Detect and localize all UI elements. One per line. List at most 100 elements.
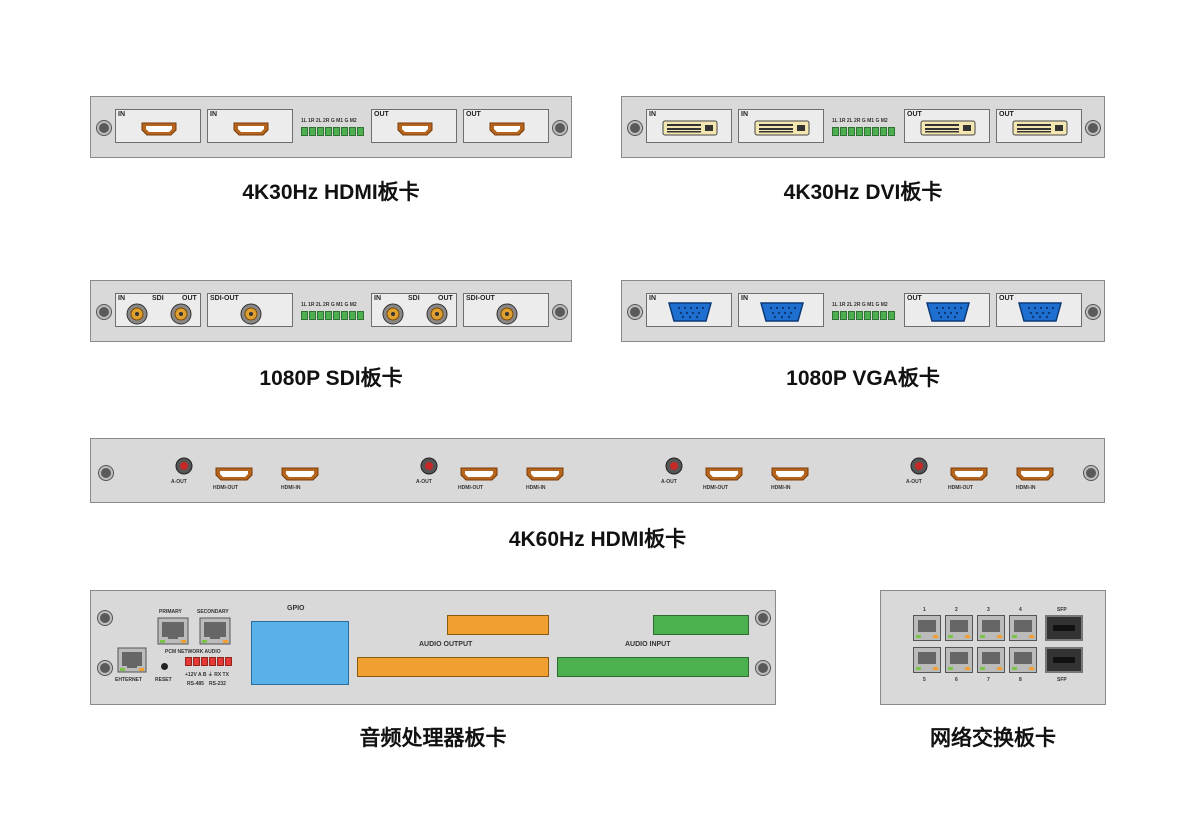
screw-icon	[628, 121, 642, 135]
module-label: SDI-OUT	[210, 295, 239, 302]
port-label: HDMI-OUT	[213, 485, 238, 491]
hdmi-4k30-caption: 4K30Hz HDMI板卡	[242, 181, 420, 204]
dvi-in-module: IN	[738, 109, 824, 143]
dvi-port-icon	[754, 120, 810, 136]
sdi-out-module: SDI-OUT	[207, 293, 293, 327]
network-switch-caption: 网络交换板卡	[930, 727, 1056, 750]
hdmi-port-icon	[397, 122, 433, 136]
audio-input-label: AUDIO INPUT	[625, 641, 671, 648]
vga-out-module: OUT	[996, 293, 1082, 327]
ethernet-port-icon	[157, 617, 189, 645]
screw-icon	[99, 466, 113, 480]
module-label: OUT	[438, 295, 453, 302]
hdmi-port-group: A-OUT HDMI-OUT HDMI-IN	[661, 457, 841, 497]
sfp-port-icon	[1045, 647, 1083, 673]
hdmi-port-icon	[460, 467, 498, 481]
hdmi-out-module: OUT	[463, 109, 549, 143]
green-terminal-block	[832, 127, 896, 136]
module-label: OUT	[182, 295, 197, 302]
dvi-in-module: IN	[646, 109, 732, 143]
reset-button[interactable]	[161, 663, 168, 670]
ethernet-port-icon	[977, 647, 1005, 673]
hdmi-port-icon	[489, 122, 525, 136]
audio-jack-icon	[420, 457, 438, 475]
bnc-connector-icon	[382, 303, 404, 325]
rs-pins-label: +12V A B ⏚ RX TX	[185, 672, 229, 678]
port-label: HDMI-OUT	[948, 485, 973, 491]
port-label: A-OUT	[661, 479, 677, 485]
ethernet-port-icon	[913, 615, 941, 641]
port-number: 2	[955, 607, 958, 613]
module-label: IN	[649, 295, 656, 302]
audio-jack-icon	[910, 457, 928, 475]
terminal-labels: 1L 1R 2L 2R G M1 G M2	[301, 118, 357, 124]
sdi-out-module: SDI-OUT	[463, 293, 549, 327]
ethernet-port-icon	[1009, 647, 1037, 673]
green-terminal-block	[301, 127, 365, 136]
ethernet-port-icon	[945, 647, 973, 673]
audio-processor-caption: 音频处理器板卡	[359, 727, 507, 750]
port-label: HDMI-IN	[526, 485, 546, 491]
port-number: 8	[1019, 677, 1022, 683]
screw-icon	[553, 305, 567, 319]
ethernet-port-icon	[117, 647, 147, 673]
port-number: 4	[1019, 607, 1022, 613]
vga-port-icon	[926, 302, 970, 322]
terminal-labels: 1L 1R 2L 2R G M1 G M2	[832, 118, 888, 124]
module-label: OUT	[907, 295, 922, 302]
screw-icon	[1086, 305, 1100, 319]
port-label: HDMI-OUT	[703, 485, 728, 491]
sdi-in-module: IN SDI OUT	[115, 293, 201, 327]
module-label: IN	[649, 111, 656, 118]
module-label: OUT	[999, 295, 1014, 302]
port-label: HDMI-IN	[771, 485, 791, 491]
module-label: IN	[741, 295, 748, 302]
hdmi-out-module: OUT	[371, 109, 457, 143]
bnc-connector-icon	[426, 303, 448, 325]
green-terminal-block	[301, 311, 365, 320]
orange-terminal-block	[357, 657, 549, 677]
audio-processor-card: EHTERNET RESET PRIMARY SECONDARY PCM NET…	[90, 590, 776, 705]
hdmi-port-icon	[215, 467, 253, 481]
port-label: A-OUT	[416, 479, 432, 485]
vga-in-module: IN	[646, 293, 732, 327]
port-number: 5	[923, 677, 926, 683]
screw-icon	[756, 611, 770, 625]
module-label: IN	[210, 111, 217, 118]
hdmi-port-icon	[281, 467, 319, 481]
ethernet-port-icon	[977, 615, 1005, 641]
port-label: HDMI-IN	[1016, 485, 1036, 491]
sfp-label: SFP	[1057, 607, 1067, 613]
port-label: A-OUT	[906, 479, 922, 485]
audio-output-label: AUDIO OUTPUT	[419, 641, 473, 648]
audio-jack-icon	[665, 457, 683, 475]
red-terminal-block	[185, 657, 233, 666]
ethernet-port-icon	[913, 647, 941, 673]
dvi-4k30-caption: 4K30Hz DVI板卡	[783, 181, 943, 204]
port-number: 6	[955, 677, 958, 683]
module-label: SDI	[152, 295, 164, 302]
reset-label: RESET	[155, 677, 172, 683]
screw-icon	[97, 305, 111, 319]
module-label: OUT	[907, 111, 922, 118]
orange-terminal-block	[447, 615, 549, 635]
module-label: OUT	[466, 111, 481, 118]
module-label: IN	[374, 295, 381, 302]
ethernet-port-icon	[1009, 615, 1037, 641]
green-terminal-block	[557, 657, 749, 677]
ethernet-port-icon	[199, 617, 231, 645]
terminal-labels: 1L 1R 2L 2R G M1 G M2	[301, 302, 357, 308]
sfp-label: SFP	[1057, 677, 1067, 683]
sdi-1080-caption: 1080P SDI板卡	[259, 367, 403, 390]
secondary-label: SECONDARY	[197, 609, 229, 615]
hdmi-port-icon	[141, 122, 177, 136]
screw-icon	[98, 611, 112, 625]
bnc-connector-icon	[496, 303, 518, 325]
vga-port-icon	[760, 302, 804, 322]
dvi-out-module: OUT	[996, 109, 1082, 143]
screw-icon	[97, 121, 111, 135]
vga-out-module: OUT	[904, 293, 990, 327]
dvi-4k30-card: IN IN 1L 1R 2L 2R G M1 G M2 OUT OUT	[621, 96, 1105, 158]
